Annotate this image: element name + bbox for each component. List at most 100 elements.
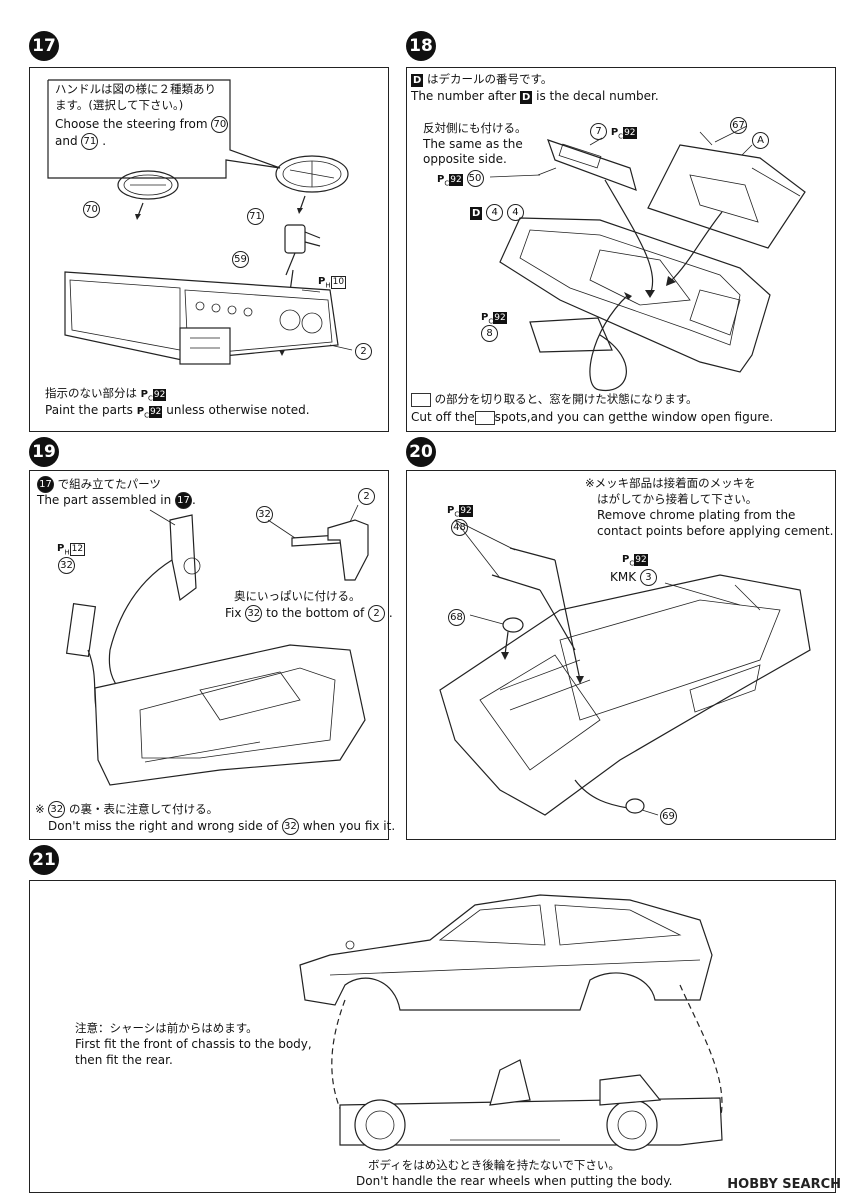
pc-sub: C <box>488 317 494 326</box>
s17-note-en-line2: and 71 . <box>55 133 107 150</box>
part-48: 48 <box>451 519 468 536</box>
part-32-label-b: 32 <box>256 506 273 523</box>
s18-cut-en-pre: Cut off the <box>411 410 475 424</box>
s19-fix-jp: 奥にいっぱいに付ける。 <box>234 589 361 603</box>
s18-decal-en-pre: The number after <box>411 89 517 103</box>
s19-side-en: Don't miss the right and wrong side of 3… <box>48 818 395 835</box>
pc-prefix: P <box>140 389 148 400</box>
s21-bottom-en: Don't handle the rear wheels when puttin… <box>356 1174 673 1188</box>
decal-d-icon: D <box>520 91 533 104</box>
part-59-label: 59 <box>232 251 249 268</box>
part-A-label: A <box>752 132 769 149</box>
decal-4b: 4 <box>506 204 524 221</box>
pc-prefix: P <box>481 312 489 323</box>
s19-fix-en-pre: Fix <box>225 606 242 620</box>
decal-d-icon: D <box>411 74 424 87</box>
pc-sub: C <box>618 132 624 141</box>
part-32: 32 <box>256 506 273 523</box>
pc-sub: C <box>444 179 450 188</box>
decal-4-label: D 4 4 <box>470 204 524 221</box>
part-A: A <box>752 132 769 149</box>
pc-92-8-label: PC92 <box>481 309 507 329</box>
part-59: 59 <box>232 251 249 268</box>
pc-sub: C <box>629 559 635 568</box>
ph-10: 10 <box>330 276 347 289</box>
pc-sub: C <box>454 510 460 519</box>
step-17-number: 17 <box>29 31 59 61</box>
part-7-label: 7 PC92 <box>590 123 637 144</box>
s17-paint-jp-text: 指示のない部分は <box>45 386 137 400</box>
pc-92: 92 <box>148 406 163 418</box>
s20-chrome-en1: Remove chrome plating from the <box>597 508 796 522</box>
part-2: 2 <box>355 343 372 360</box>
s17-paint-jp: 指示のない部分は PC92 <box>45 386 167 406</box>
pc-prefix: P <box>447 505 455 516</box>
step-18-number: 18 <box>406 31 436 61</box>
part-2: 2 <box>358 488 375 505</box>
part-32: 32 <box>245 605 263 622</box>
pc-92-48-label: PC92 <box>447 502 473 522</box>
s18-cut-jp-text: の部分を切り取ると、窓を開けた状態になります。 <box>434 392 698 406</box>
part-70-label: 70 <box>83 201 100 218</box>
s17-paint-en: Paint the parts PC92 unless otherwise no… <box>45 403 310 423</box>
pc-92: 92 <box>634 554 648 566</box>
pc-prefix: P <box>437 174 445 185</box>
s20-chrome-jp1: ※メッキ部品は接着面のメッキを <box>585 476 756 490</box>
pc-sub: C <box>144 411 149 420</box>
part-2-label-s19: 2 <box>358 488 375 505</box>
s19-assembled-jp: 17 で組み立てたパーツ <box>37 476 161 493</box>
pc-92-3-label: PC92 <box>622 551 648 571</box>
ph-prefix: P <box>318 276 326 287</box>
s18-decal-jp-text: はデカールの番号です。 <box>426 72 553 86</box>
part-71-label: 71 <box>247 208 264 225</box>
s19-side-en-post: when you fix it. <box>302 819 396 833</box>
s20-chrome-en2: contact points before applying cement. <box>597 524 834 538</box>
pc-92: 92 <box>493 312 507 324</box>
part-8: 8 <box>481 325 498 342</box>
part-68: 68 <box>448 609 465 626</box>
kmk-3-label: KMK 3 <box>610 569 657 586</box>
window-cutout-box-icon <box>411 392 431 407</box>
step-20-number: 20 <box>406 437 436 467</box>
step-18-panel <box>406 67 836 432</box>
step-17-panel <box>29 67 389 432</box>
part-3: 3 <box>639 569 657 586</box>
step-20-panel <box>406 470 836 840</box>
decal-4: 4 <box>486 204 504 221</box>
pc-prefix: P <box>610 127 619 138</box>
part-2-label: 2 <box>355 343 372 360</box>
part-70: 70 <box>83 201 100 218</box>
part-32-label-a: 32 <box>58 557 75 574</box>
part-67: 67 <box>730 117 747 134</box>
s21-note-en1: First fit the front of chassis to the bo… <box>75 1037 312 1051</box>
part-2: 2 <box>368 605 386 622</box>
s17-note-en-and: and <box>55 134 78 148</box>
pc-92: 92 <box>449 174 463 186</box>
s17-note-en1: Choose the steering from <box>55 117 208 131</box>
s19-side-en-pre: Don't miss the right and wrong side of <box>48 819 279 833</box>
decal-d-icon: D <box>470 207 483 220</box>
part-69: 69 <box>660 808 677 825</box>
part-48-label: 48 <box>451 519 468 536</box>
part-67-label: 67 <box>730 117 747 134</box>
s19-side-jp: ※ 32 の裏・表に注意して付ける。 <box>35 801 218 818</box>
s18-decal-en: The number after D is the decal number. <box>411 89 659 104</box>
s20-chrome-jp2: はがしてから接着して下さい。 <box>597 492 758 506</box>
s17-paint-en-pre: Paint the parts <box>45 403 133 417</box>
ph-12: 12 <box>69 543 86 556</box>
part-50: 50 <box>466 170 484 187</box>
step-17-ref-icon: 17 <box>37 476 54 493</box>
part-71-ref: 71 <box>81 133 99 150</box>
part-69-label: 69 <box>660 808 677 825</box>
s18-opp-jp: 反対側にも付ける。 <box>423 121 527 135</box>
kmk-label: KMK <box>610 570 637 584</box>
s18-opp-en2: opposite side. <box>423 152 507 166</box>
part-32: 32 <box>281 818 299 835</box>
